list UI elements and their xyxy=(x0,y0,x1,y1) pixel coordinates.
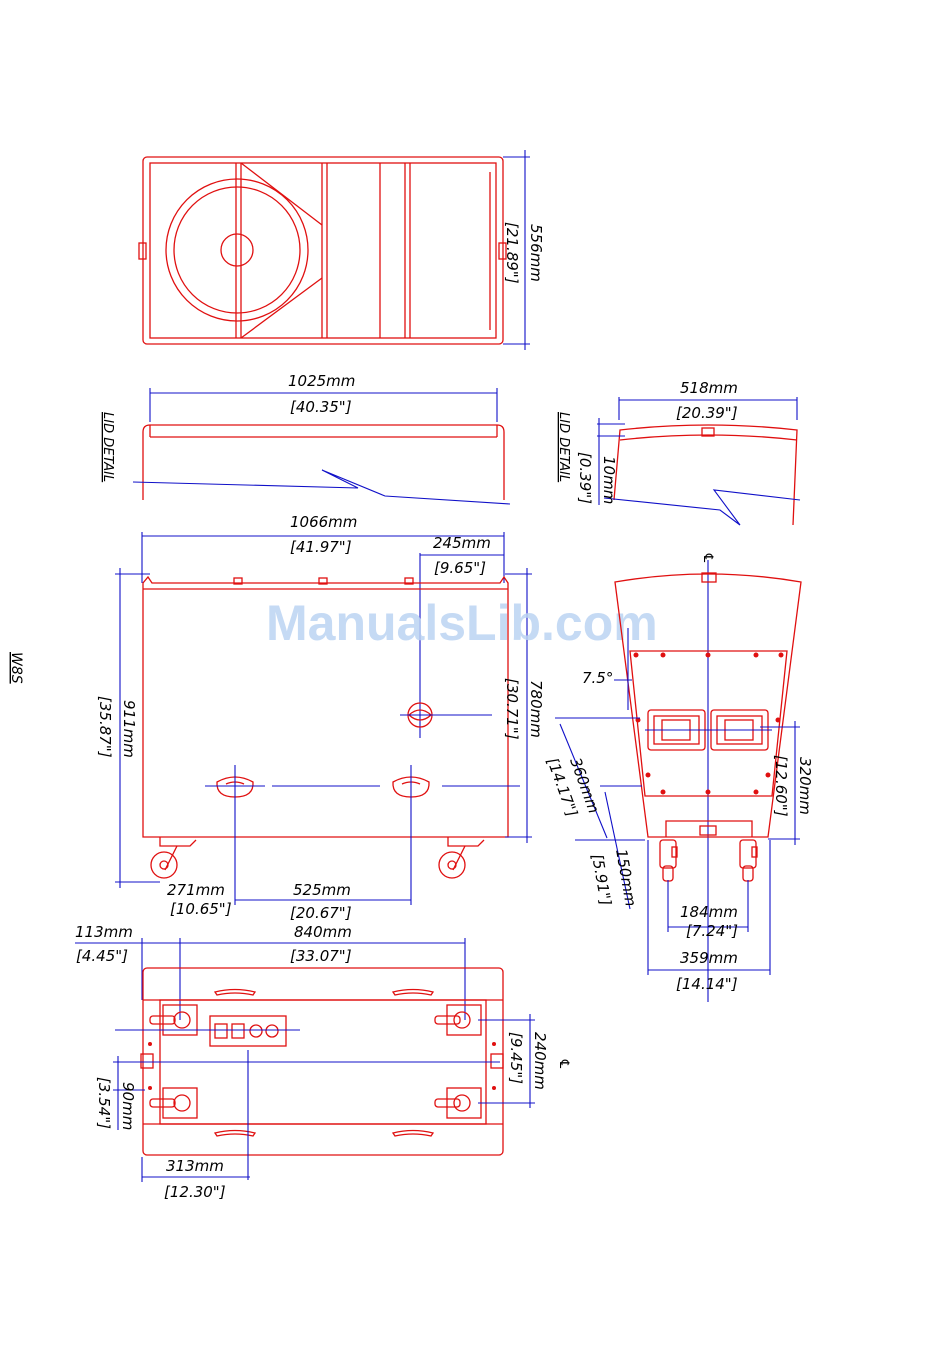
side-h3-mm: 150mm xyxy=(612,848,640,908)
total-height-mm: 911mm xyxy=(120,700,138,758)
connector-panel xyxy=(209,1015,287,1047)
grip-span-in: [20.67"] xyxy=(290,904,352,922)
bottom-offset-mm: 113mm xyxy=(75,923,133,941)
centerline-symbol-1: ℄ xyxy=(700,552,715,564)
screw-dots xyxy=(633,652,784,795)
side-caster-right xyxy=(739,839,757,869)
lid-detail-label-1: LID DETAIL xyxy=(100,412,115,482)
bottom-caster-1 xyxy=(162,1004,198,1036)
top-height-in: [21.89"] xyxy=(503,222,521,284)
bottom-caster-3 xyxy=(162,1087,198,1119)
model-label: W8S xyxy=(8,652,24,684)
top-view: 556mm [21.89"] xyxy=(138,150,545,350)
body-height-in: [30.71"] xyxy=(503,678,521,740)
front-width-in: [41.97"] xyxy=(290,538,352,556)
side-w1-mm: 184mm xyxy=(680,903,738,921)
bottom-caster-2 xyxy=(446,1004,482,1036)
bottom-x-in: [12.30"] xyxy=(164,1183,226,1201)
bottom-span-in: [33.07"] xyxy=(290,947,352,965)
side-w2-mm: 359mm xyxy=(680,949,738,967)
bottom-span-mm: 840mm xyxy=(294,923,352,941)
grip-offset-mm: 271mm xyxy=(167,881,225,899)
lid-thick-mm: 10mm xyxy=(600,456,618,504)
side-caster-left xyxy=(659,839,677,869)
front-view: 1066mm [41.97"] 245mm [9.65"] xyxy=(96,513,545,922)
lid-front-view: LID DETAIL 1025mm [40.35"] xyxy=(100,372,511,505)
bottom-height-mm: 90mm xyxy=(119,1082,137,1130)
grip-offset-in: [10.65"] xyxy=(170,900,232,918)
grip-span-mm: 525mm xyxy=(293,881,351,899)
side-h2-mm: 320mm xyxy=(796,757,814,815)
bottom-view: 113mm [4.45"] 840mm [33.07"] xyxy=(75,923,571,1201)
bottom-width-mm: 240mm xyxy=(531,1032,549,1090)
front-width-mm: 1066mm xyxy=(290,513,357,531)
side-h3-in: [5.91"] xyxy=(588,853,615,907)
bottom-height-in: [3.54"] xyxy=(95,1077,113,1129)
top-height-mm: 556mm xyxy=(527,224,545,282)
body-height-mm: 780mm xyxy=(527,680,545,738)
lid-side-width-in: [20.39"] xyxy=(676,404,738,422)
caster-left xyxy=(150,851,178,879)
total-height-in: [35.87"] xyxy=(96,696,114,758)
lid-thick-in: [0.39"] xyxy=(576,452,594,504)
angle-label: 7.5° xyxy=(582,669,613,687)
lid-width-in: [40.35"] xyxy=(290,398,352,416)
woofer-outline xyxy=(165,178,309,322)
lid-width-mm: 1025mm xyxy=(288,372,355,390)
lid-side-view: LID DETAIL 518mm [20.39"] 10mm [0.39"] xyxy=(556,379,801,526)
caster-right xyxy=(438,851,466,879)
centerline-symbol-2: ℄ xyxy=(556,1058,571,1070)
handle-offset-in: [9.65"] xyxy=(434,559,486,577)
side-w1-in: [7.24"] xyxy=(686,922,738,940)
lid-detail-label-2: LID DETAIL xyxy=(556,412,571,482)
lid-side-width-mm: 518mm xyxy=(680,379,738,397)
watermark: ManualsLib.com xyxy=(266,595,658,651)
side-h2-in: [12.60"] xyxy=(772,755,790,817)
bottom-offset-in: [4.45"] xyxy=(76,947,128,965)
bottom-x-mm: 313mm xyxy=(166,1157,224,1175)
bottom-caster-4 xyxy=(446,1087,482,1119)
handle-offset-mm: 245mm xyxy=(433,534,491,552)
side-w2-in: [14.14"] xyxy=(676,975,738,993)
bottom-width-in: [9.45"] xyxy=(507,1032,525,1084)
